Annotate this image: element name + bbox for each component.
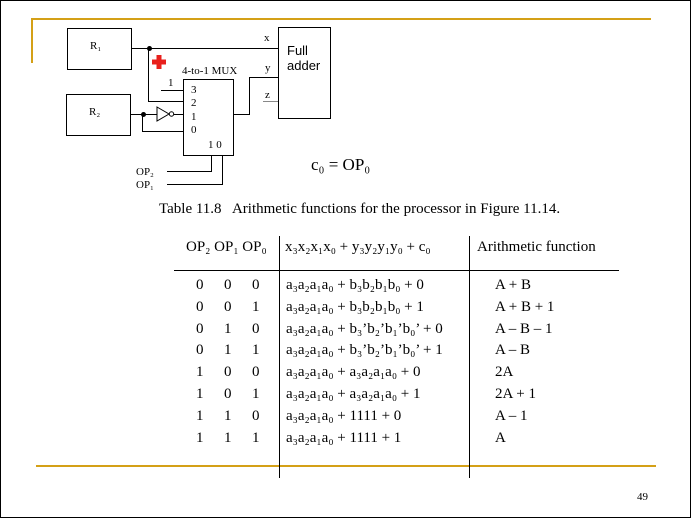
wire xyxy=(148,101,183,102)
function: A xyxy=(495,429,506,446)
op1-value: 1 xyxy=(224,342,232,359)
function: 2A + 1 xyxy=(495,386,536,402)
table-row: 1 1 0 a₃a₂a₁a₀ + 1111 + 0 A – 1 xyxy=(1,408,690,430)
left-rule xyxy=(31,18,33,63)
expression: a₃a₂a₁a₀ + b₃’b₂’b₁’b₀’ + 0 xyxy=(286,320,443,337)
full-adder: Full adder xyxy=(278,27,331,119)
op1-value: 0 xyxy=(224,386,232,402)
register-r1: R₁ xyxy=(67,28,132,70)
wire xyxy=(249,77,278,78)
wire xyxy=(142,131,183,132)
table-caption: Table 11.8 Arithmetic functions for the … xyxy=(159,201,561,217)
table-row: 1 0 0 a₃a₂a₁a₀ + a₃a₂a₁a₀ + 0 2A xyxy=(1,364,690,386)
page-number: 49 xyxy=(637,491,648,503)
wire xyxy=(173,114,183,115)
table-header: OP₂ OP₁ OP₀ x₃x₂x₁x₀ + y₃y₂y₁y₀ + c₀ Ari… xyxy=(1,239,690,261)
op1-value: 0 xyxy=(224,277,232,293)
wire xyxy=(222,155,223,185)
op1-value: 1 xyxy=(224,320,232,337)
mux-label: 4-to-1 MUX xyxy=(182,65,238,77)
bottom-rule xyxy=(36,465,656,467)
y-label: y xyxy=(265,62,271,74)
table-row: 0 0 1 a₃a₂a₁a₀ + b₃b₂b₁b₀ + 1 A + B + 1 xyxy=(1,299,690,321)
op1-label: OP₁ xyxy=(136,179,154,191)
op1-value: 0 xyxy=(224,364,232,381)
op1-value: 0 xyxy=(224,298,232,315)
r2-label: R₂ xyxy=(89,106,101,118)
expression: a₃a₂a₁a₀ + 1111 + 0 xyxy=(286,407,402,424)
op2-value: 0 xyxy=(196,320,204,337)
op2-value: 0 xyxy=(196,342,204,359)
wire xyxy=(233,114,249,115)
full-adder-label: Full adder xyxy=(287,43,321,73)
inverter-icon xyxy=(156,106,175,122)
z-label: z xyxy=(265,89,270,101)
op0-value: 0 xyxy=(252,277,260,293)
expression: a₃a₂a₁a₀ + a₃a₂a₁a₀ + 1 xyxy=(286,386,421,402)
expression: a₃a₂a₁a₀ + a₃a₂a₁a₀ + 0 xyxy=(286,364,421,381)
function: 2A xyxy=(495,364,514,381)
wire xyxy=(148,48,149,102)
header-function: Arithmetic function xyxy=(477,239,596,255)
op0-value: 1 xyxy=(252,386,260,402)
expression: a₃a₂a₁a₀ + b₃b₂b₁b₀ + 1 xyxy=(286,298,424,315)
mux: 3 2 1 0 1 0 xyxy=(183,79,234,156)
const-one: 1 xyxy=(168,77,174,89)
column-divider xyxy=(469,236,470,478)
wire xyxy=(211,155,212,172)
top-rule xyxy=(31,18,651,20)
header-rule xyxy=(174,270,619,271)
op2-value: 1 xyxy=(196,429,204,446)
expression: a₃a₂a₁a₀ + 1111 + 1 xyxy=(286,429,402,446)
wire xyxy=(131,48,278,49)
table-row: 0 0 0 a₃a₂a₁a₀ + b₃b₂b₁b₀ + 0 A + B xyxy=(1,277,690,299)
op0-value: 0 xyxy=(252,364,260,381)
r1-label: R₁ xyxy=(90,40,102,52)
mux-in-1: 1 xyxy=(191,111,197,123)
table-row: 0 1 0 a₃a₂a₁a₀ + b₃’b₂’b₁’b₀’ + 0 A – B – 1 xyxy=(1,321,690,343)
header-expr: x₃x₂x₁x₀ + y₃y₂y₁y₀ + c₀ xyxy=(285,239,431,255)
header-op: OP₂ OP₁ OP₀ xyxy=(186,239,267,255)
op1-value: 1 xyxy=(224,407,232,424)
op2-value: 1 xyxy=(196,364,204,381)
x-label: x xyxy=(264,32,270,44)
wire xyxy=(142,114,143,132)
expression: a₃a₂a₁a₀ + b₃b₂b₁b₀ + 0 xyxy=(286,277,424,293)
function: A – B – 1 xyxy=(495,320,553,337)
junction-dot xyxy=(147,46,152,51)
wire xyxy=(167,184,223,185)
plus-icon xyxy=(152,55,166,69)
function: A + B xyxy=(495,277,531,293)
op2-value: 1 xyxy=(196,407,204,424)
wire xyxy=(167,171,212,172)
table-row: 1 0 1 a₃a₂a₁a₀ + a₃a₂a₁a₀ + 1 2A + 1 xyxy=(1,386,690,408)
op0-value: 1 xyxy=(252,342,260,359)
register-r2: R₂ xyxy=(66,94,131,136)
table-row: 0 1 1 a₃a₂a₁a₀ + b₃’b₂’b₁’b₀’ + 1 A – B xyxy=(1,342,690,364)
carry-equation: c₀ = OP₀ xyxy=(311,155,371,174)
op1-value: 1 xyxy=(224,429,232,446)
op0-value: 0 xyxy=(252,320,260,337)
mux-in-2: 2 xyxy=(191,97,197,109)
op0-value: 1 xyxy=(252,298,260,315)
op2-value: 0 xyxy=(196,298,204,315)
junction-dot xyxy=(141,112,146,117)
mux-in-3: 3 xyxy=(191,84,197,96)
function: A – 1 xyxy=(495,407,528,424)
op0-value: 0 xyxy=(252,407,260,424)
wire xyxy=(161,90,183,91)
mux-in-0: 0 xyxy=(191,124,197,136)
wire xyxy=(263,101,278,102)
wire xyxy=(249,77,250,115)
mux-select: 1 0 xyxy=(208,139,222,151)
op0-value: 1 xyxy=(252,429,260,446)
function: A + B + 1 xyxy=(495,298,555,315)
op2-label: OP₂ xyxy=(136,166,154,178)
function: A – B xyxy=(495,342,531,359)
column-divider xyxy=(279,236,280,478)
expression: a₃a₂a₁a₀ + b₃’b₂’b₁’b₀’ + 1 xyxy=(286,342,443,359)
op2-value: 0 xyxy=(196,277,204,293)
op2-value: 1 xyxy=(196,386,204,402)
table-row: 1 1 1 a₃a₂a₁a₀ + 1111 + 1 A xyxy=(1,430,690,452)
